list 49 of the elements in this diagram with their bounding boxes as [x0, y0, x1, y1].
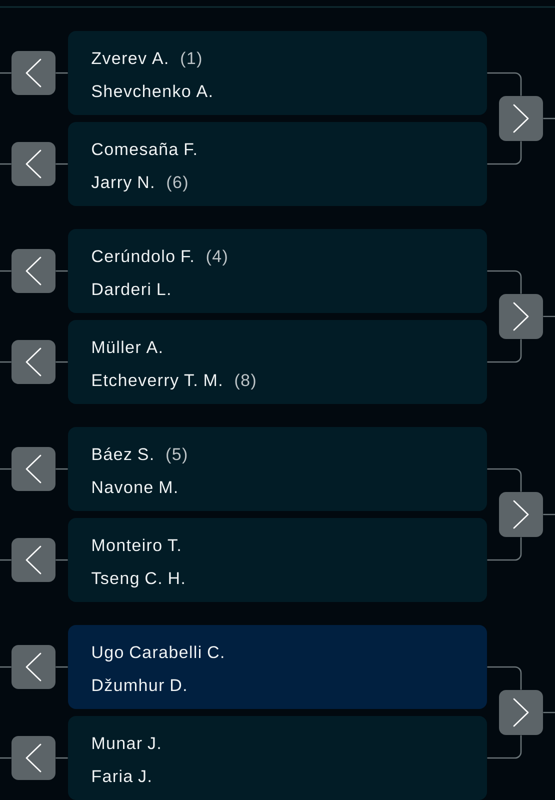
- connector-line: [487, 72, 522, 96]
- connector-line: [0, 163, 12, 165]
- connector-line: [543, 514, 555, 516]
- connector-line: [487, 141, 522, 165]
- player-name: Ugo Carabelli C.: [92, 646, 224, 662]
- connector-line: [0, 666, 12, 668]
- connector-line: [543, 118, 555, 120]
- connector-line: [487, 339, 522, 363]
- connector-line: [0, 72, 12, 74]
- connector-line: [56, 361, 68, 363]
- seed-number: (5): [166, 448, 187, 464]
- connector-line: [56, 666, 68, 668]
- player-name: Shevchenko A.: [92, 84, 212, 98]
- seed-number: (8): [235, 374, 256, 390]
- player-name: Báez S.: [92, 448, 153, 460]
- player-name: Tseng C. H.: [92, 572, 184, 588]
- connector-line: [487, 735, 522, 759]
- player-name: Darderi L.: [92, 282, 170, 296]
- connector-line: [0, 468, 12, 470]
- player-name: Monteiro T.: [92, 538, 180, 552]
- connector-line: [56, 468, 68, 470]
- player-name: Faria J.: [92, 770, 150, 782]
- connector-line: [0, 361, 12, 363]
- connector-line: [543, 316, 555, 318]
- connector-line: [56, 757, 68, 759]
- player-name: Cerúndolo F.: [92, 250, 193, 262]
- player-name: Jarry N.: [91, 176, 154, 192]
- player-name: Etcheverry T. M.: [92, 374, 222, 390]
- connector-line: [0, 270, 12, 272]
- seed-number: (1): [181, 52, 202, 68]
- connector-line: [487, 537, 522, 561]
- connector-line: [487, 666, 522, 690]
- seed-number: (4): [206, 250, 227, 266]
- connector-line: [487, 270, 522, 294]
- player-name: Munar J.: [92, 737, 160, 750]
- player-name: Zverev A.: [92, 52, 168, 64]
- player-name: Müller A.: [92, 340, 162, 354]
- connector-line: [543, 712, 555, 714]
- connector-line: [0, 559, 12, 561]
- connector-line: [56, 72, 68, 74]
- seed-number: (6): [167, 176, 188, 192]
- player-name: Comesaña F.: [92, 142, 196, 156]
- connector-line: [56, 270, 68, 272]
- player-name: Džumhur D.: [92, 678, 186, 692]
- player-name: Navone M.: [92, 481, 177, 494]
- connector-line: [487, 468, 522, 492]
- connector-line: [56, 559, 68, 561]
- connector-line: [56, 163, 68, 165]
- connector-line: [0, 757, 12, 759]
